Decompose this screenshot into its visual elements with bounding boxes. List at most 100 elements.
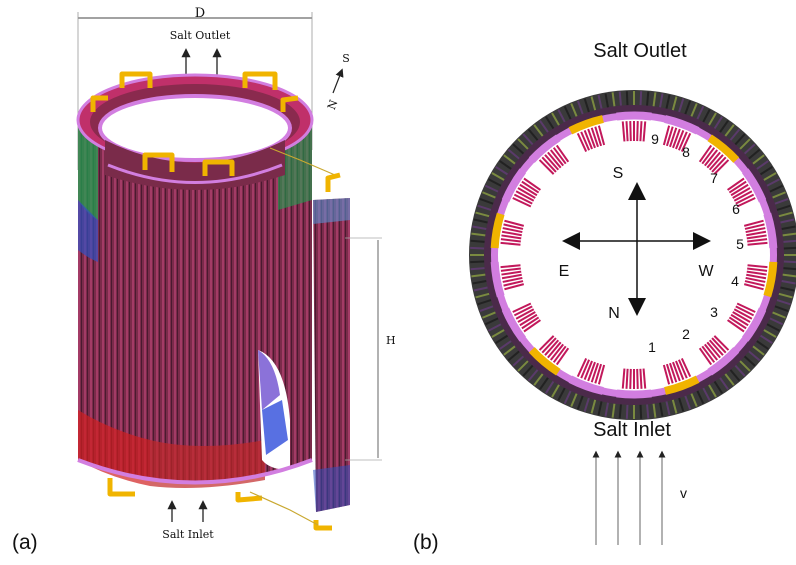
header-segment [616,111,652,121]
inner-tube [733,190,753,202]
inner-tube [675,360,685,380]
tube-tick [752,154,765,165]
inner-tube [733,308,753,320]
inner-tube [708,339,724,356]
tube-tick [522,364,534,377]
tube-tick [684,395,692,410]
tube-tick [470,246,485,250]
velocity-arrows [592,450,666,545]
inner-tube [743,219,764,227]
tube-tick [583,98,590,113]
inner-tube [500,267,521,272]
tube-tick [495,334,509,344]
inner-tube [501,270,522,276]
tube-tick [570,103,578,117]
inner-tube [698,347,713,366]
tube-tick [783,239,796,243]
inner-tube [662,364,671,385]
inner-tube [711,337,727,354]
inner-tube [744,223,765,230]
inner-tube [523,319,541,333]
inner-tube [504,219,525,227]
inner-tube [501,234,522,240]
tube-tick [512,355,525,367]
header-segment [528,347,561,376]
tube-tick [748,350,761,362]
inner-tube [547,341,562,359]
tube-tick [639,91,643,106]
tube-tick [590,96,597,111]
tube-tick [708,384,717,398]
tube-tick [527,369,539,382]
tube-tick [690,393,698,407]
tube-tick [475,292,490,299]
compass-b-east: E [559,263,570,280]
inner-tube [512,302,532,313]
inner-tube [704,343,719,361]
tube-tick [491,329,505,338]
dimension-h: H [345,237,396,461]
inner-tube [711,156,727,173]
tube-tick [724,373,735,386]
inner-tube [517,187,536,199]
salt-inlet-label-a: Salt Inlet [162,528,214,541]
tube-tick [597,94,603,109]
tube-tick [625,91,629,106]
inner-tube [576,358,588,378]
tube-tick [678,98,685,113]
tube-tick [499,340,512,350]
tube-tick [756,160,769,170]
tube-tick [652,403,657,418]
panel-number-4: 4 [731,273,739,289]
inner-tube [501,230,522,237]
inner-tube [594,126,603,147]
tube-tick [625,404,629,419]
inner-tube [500,241,521,246]
tube-tick [763,172,777,181]
tube-tick [702,109,711,123]
panel-number-3: 3 [710,304,718,320]
tube-tick [671,399,678,414]
tube-tick [766,323,780,332]
inner-tube [636,368,639,389]
inner-tube [594,363,603,384]
tube-tick [774,197,789,205]
inner-tube [746,234,767,240]
inner-tube [746,230,767,237]
inner-tube [727,319,745,333]
tube-tick [539,377,549,390]
inner-tube [580,131,590,151]
tube-tick [759,166,773,176]
header-segment [707,134,740,163]
inner-tube [736,302,756,313]
inner-tube [515,308,535,320]
receiver-ring [469,90,796,420]
inner-tube [621,121,626,142]
inner-tube [746,270,767,276]
inner-tube [672,128,681,149]
inner-tube [590,127,599,148]
tube-tick [563,105,572,120]
inner-tube [665,363,674,384]
header-segment [568,115,604,135]
inner-tube [625,121,629,142]
tube-tick [477,299,492,306]
compass-b-north: N [608,305,620,322]
tube-tick [576,395,584,410]
tube-tick [482,311,496,319]
inner-tube [636,121,639,142]
tube-tick [533,124,544,137]
panel-b-label: (b) [413,531,439,554]
tube-tick [652,92,657,107]
inner-tube [706,151,721,169]
tube-tick [743,355,756,367]
inner-tube [701,345,716,363]
inner-tube [519,313,538,327]
tube-tick [576,100,584,115]
dimension-h-label: H [386,334,396,347]
panel-a-label: (a) [12,531,38,554]
tube-tick [782,232,796,237]
compass-a: S N [325,52,350,112]
tube-tick [517,360,529,372]
